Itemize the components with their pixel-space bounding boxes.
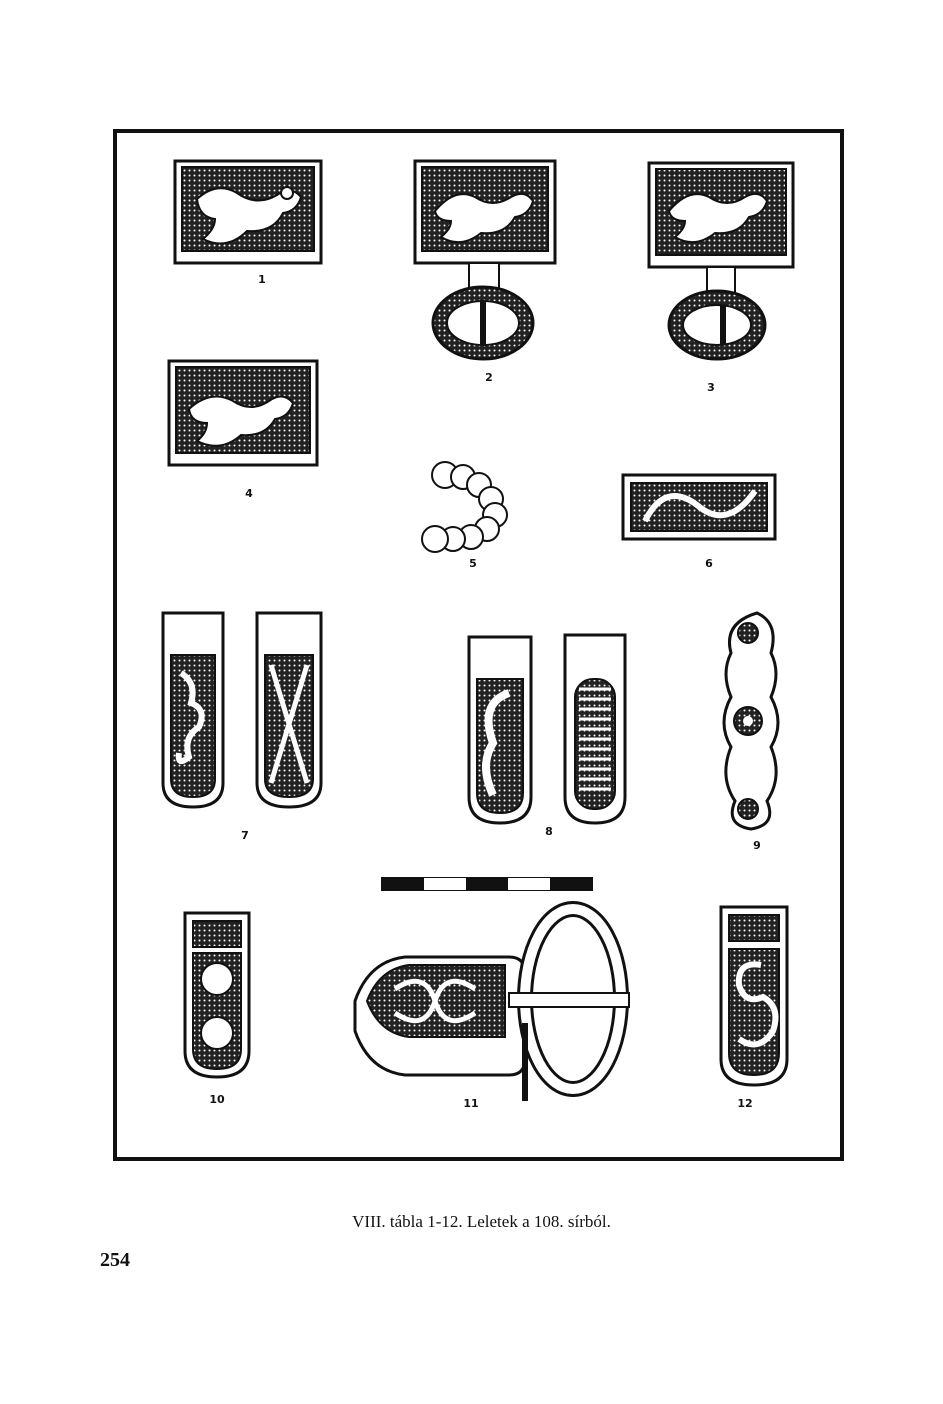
figure-label-9: 9	[753, 839, 761, 852]
figure-8-strap-end	[467, 633, 627, 825]
figure-12-strap-end	[719, 905, 789, 1087]
figure-label-2: 2	[485, 371, 493, 384]
figure-2-plaque	[413, 159, 557, 361]
plate-caption: VIII. tábla 1-12. Leletek a 108. sírból.	[0, 1212, 943, 1232]
figure-label-8: 8	[545, 825, 553, 838]
figure-9-openwork-mount	[722, 611, 780, 831]
figure-label-12: 12	[737, 1097, 753, 1110]
figure-7-strap-end	[161, 611, 323, 809]
page-number: 254	[100, 1249, 130, 1271]
figure-label-5: 5	[469, 557, 477, 570]
figure-10-strap-end	[183, 911, 251, 1079]
figure-1-plaque	[173, 159, 323, 265]
figure-3-plaque	[647, 161, 795, 361]
figure-5-ring	[421, 461, 508, 553]
figure-11-buckle	[353, 901, 630, 1101]
figure-label-10: 10	[209, 1093, 225, 1106]
plate-caption-text: VIII. tábla 1-12. Leletek a 108. sírból.	[352, 1212, 611, 1231]
figure-6-openwork-plaque	[621, 473, 777, 541]
figure-label-11: 11	[463, 1097, 479, 1110]
scale-bar	[381, 877, 593, 891]
figure-label-1: 1	[258, 273, 266, 286]
figure-label-6: 6	[705, 557, 713, 570]
figure-4-plaque	[167, 359, 319, 467]
figure-label-7: 7	[241, 829, 249, 842]
plate-drawings	[161, 159, 795, 1101]
plate-frame: 1 2 3 4 5 6 7 8 9 10 11 12	[113, 129, 844, 1161]
figure-label-3: 3	[707, 381, 715, 394]
figure-label-4: 4	[245, 487, 253, 500]
